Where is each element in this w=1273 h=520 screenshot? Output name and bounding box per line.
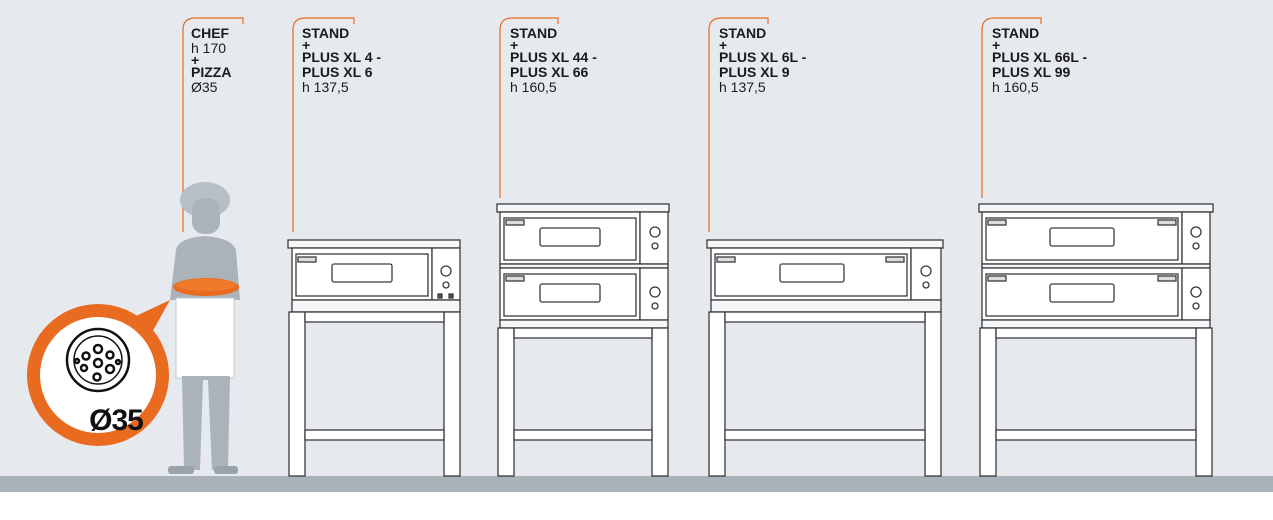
label-oven3-height: h 137,5: [719, 79, 766, 95]
label-oven2-plus: +: [510, 37, 519, 53]
leader-lines: [182, 17, 1042, 232]
leader-line-oven3: [708, 17, 769, 232]
label-oven2: STAND + PLUS XL 44 - PLUS XL 66 h 160,5: [510, 26, 597, 95]
label-oven3: STAND + PLUS XL 6L - PLUS XL 9 h 137,5: [719, 26, 806, 95]
oven-plus-xl-4-6: [287, 239, 461, 477]
label-oven1-plus: +: [302, 37, 311, 53]
label-oven1-model-a: PLUS XL 4 -: [302, 49, 382, 65]
label-oven2-model-b: PLUS XL 66: [510, 64, 589, 80]
chef-figure: [168, 182, 240, 474]
label-oven3-model-b: PLUS XL 9: [719, 64, 790, 80]
label-oven4-model-a: PLUS XL 66L -: [992, 49, 1088, 65]
label-oven2-height: h 160,5: [510, 79, 557, 95]
label-oven4-plus: +: [992, 37, 1001, 53]
leader-line-oven4: [981, 17, 1042, 198]
label-oven1: STAND + PLUS XL 4 - PLUS XL 6 h 137,5: [302, 26, 381, 95]
pizza-badge-label: Ø35: [89, 404, 144, 437]
label-oven2-title: STAND: [510, 25, 558, 41]
label-oven4: STAND + PLUS XL 66L - PLUS XL 99 h 160,5: [992, 26, 1087, 95]
leader-line-chef: [182, 17, 244, 232]
label-chef-diameter: Ø35: [191, 79, 218, 95]
label-oven2-model-a: PLUS XL 44 -: [510, 49, 597, 65]
label-oven3-model-a: PLUS XL 6L -: [719, 49, 807, 65]
label-oven1-title: STAND: [302, 25, 350, 41]
label-oven4-height: h 160,5: [992, 79, 1039, 95]
leader-line-oven2: [499, 17, 559, 198]
label-chef-pizza: PIZZA: [191, 64, 232, 80]
floor-strip: [0, 476, 1273, 492]
oven-plus-xl-66l-99: [978, 203, 1214, 477]
label-oven3-plus: +: [719, 37, 728, 53]
pizza-icon: [65, 327, 131, 393]
bottom-margin: [0, 492, 1273, 520]
oven-plus-xl-6l-9: [706, 239, 944, 477]
oven-plus-xl-44-66: [496, 203, 670, 477]
label-oven3-title: STAND: [719, 25, 767, 41]
label-oven4-title: STAND: [992, 25, 1040, 41]
label-oven1-model-b: PLUS XL 6: [302, 64, 373, 80]
pizza-badge: [27, 300, 170, 446]
label-chef-plus: +: [191, 52, 200, 68]
leader-line-oven1: [292, 17, 355, 232]
label-oven1-height: h 137,5: [302, 79, 349, 95]
label-chef: CHEF h 170 + PIZZA Ø35: [191, 26, 231, 95]
label-chef-height: h 170: [191, 40, 227, 56]
label-oven4-model-b: PLUS XL 99: [992, 64, 1071, 80]
label-chef-title: CHEF: [191, 25, 230, 41]
